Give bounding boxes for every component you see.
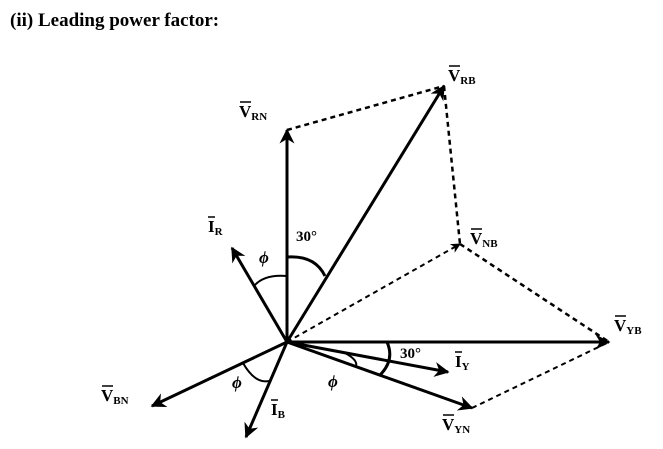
angle-label-30-yb-yn: 30° — [400, 346, 421, 362]
construction-line-rn-rb — [286, 84, 445, 132]
construction-line-rb-nb — [442, 85, 462, 245]
arc-phi-iy-yn — [344, 352, 358, 367]
phasor-i-y — [286, 340, 450, 377]
label-i-b: IB — [271, 400, 286, 421]
angle-label-phi-iy-yn: ϕ — [328, 372, 338, 391]
angle-label-phi-bn-ib: ϕ — [232, 373, 242, 392]
phasor-i-r — [230, 246, 289, 343]
arc-phi-bn-ib — [242, 362, 270, 383]
label-v-yb: VYB — [614, 316, 642, 337]
label-v-bn: VBN — [101, 386, 129, 407]
construction-line-yn-yb — [471, 341, 610, 409]
angle-label-30-rn-rb: 30° — [296, 229, 317, 245]
label-i-y: IY — [455, 352, 470, 373]
phasor-v-yn — [286, 340, 474, 411]
label-v-yn: VYN — [442, 415, 470, 436]
phasor-v-rb — [285, 84, 446, 343]
arc-phi-rn-ir — [253, 274, 288, 287]
phasor-v-bn — [150, 340, 288, 408]
arc-30-rn-rb — [286, 255, 327, 277]
arc-30-yb-yn — [378, 341, 392, 377]
label-v-rn: VRN — [239, 102, 267, 123]
angle-label-phi-rn-ir: ϕ — [259, 248, 269, 267]
construction-line-nb-yb — [459, 242, 610, 344]
phasor-i-b — [244, 341, 289, 439]
diagram-heading: (ii) Leading power factor: — [10, 10, 220, 31]
label-i-r: IR — [208, 217, 224, 238]
label-v-rb: VRB — [448, 66, 476, 87]
phasor-v-nb — [286, 243, 461, 343]
label-v-nb: VNB — [470, 229, 498, 250]
